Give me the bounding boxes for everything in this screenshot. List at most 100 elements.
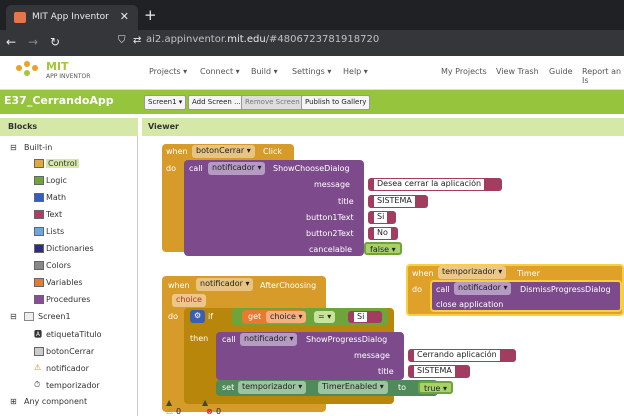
category-variables-icon <box>34 278 44 287</box>
title-string-block-2[interactable]: SISTEMA <box>408 365 470 378</box>
browser-tab-bar: MIT App Inventor ✕ + <box>0 0 624 30</box>
category-variables[interactable]: Variables <box>46 278 83 287</box>
category-text[interactable]: Text <box>46 210 63 219</box>
browser-tab[interactable]: MIT App Inventor ✕ <box>6 5 138 30</box>
error-count: 0 <box>216 407 222 416</box>
tree-boton-cerrar[interactable]: botonCerrar <box>46 347 95 356</box>
app-header: MIT APP INVENTOR Projects ▾ Connect ▾ Bu… <box>0 56 624 90</box>
do-keyword: do <box>412 285 422 294</box>
notificador-dropdown[interactable]: notificador ▾ <box>208 162 266 175</box>
get-keyword: get <box>248 312 262 321</box>
gear-icon[interactable]: ⚙ <box>190 310 206 323</box>
warning-icon: ⚠ <box>166 407 174 416</box>
link-view-trash[interactable]: View Trash <box>496 67 539 76</box>
any-expand-icon[interactable]: ⊞ <box>10 397 17 406</box>
method-dismiss-progress: DismissProgressDialog <box>520 285 611 294</box>
temporizador-set-dropdown[interactable]: temporizador ▾ <box>238 381 307 394</box>
error-toggle-icon[interactable]: ▲ <box>202 398 209 407</box>
add-screen-button[interactable]: Add Screen ... <box>188 95 245 110</box>
menu-connect[interactable]: Connect ▾ <box>200 67 240 76</box>
title-label: title <box>338 197 354 206</box>
choice-param[interactable]: choice <box>172 294 206 307</box>
menu-build[interactable]: Build ▾ <box>251 67 278 76</box>
new-tab-icon[interactable]: + <box>144 6 157 24</box>
menu-help[interactable]: Help ▾ <box>343 67 368 76</box>
builtin-collapse-icon[interactable]: ⊟ <box>10 143 17 152</box>
category-control-icon <box>34 159 44 168</box>
tree-temporizador[interactable]: temporizador <box>46 381 100 390</box>
category-logic[interactable]: Logic <box>46 176 67 185</box>
category-control[interactable]: Control <box>46 159 79 168</box>
message-string-block-2[interactable]: Cerrando aplicación <box>408 349 516 362</box>
close-tab-icon[interactable]: ✕ <box>119 10 129 23</box>
link-my-projects[interactable]: My Projects <box>441 67 487 76</box>
forward-icon[interactable]: → <box>28 35 39 49</box>
button1-string-block[interactable]: Si <box>368 211 396 224</box>
back-icon[interactable]: ← <box>6 35 17 49</box>
warning-toggle-icon[interactable]: ▲ <box>166 398 173 407</box>
screen-select-button[interactable]: Screen1 ▾ <box>144 95 187 110</box>
publish-gallery-button[interactable]: Publish to Gallery <box>301 95 371 110</box>
category-lists[interactable]: Lists <box>46 227 65 236</box>
tree-notificador[interactable]: notificador <box>46 364 89 373</box>
set-keyword: set <box>222 383 235 392</box>
timer-enabled-dropdown[interactable]: TimerEnabled ▾ <box>318 381 388 394</box>
call-keyword: call <box>436 285 450 294</box>
when-keyword: when <box>166 147 188 156</box>
choice-variable-dropdown[interactable]: choice ▾ <box>266 311 307 323</box>
equals-dropdown[interactable]: = ▾ <box>314 311 336 323</box>
category-dictionaries[interactable]: Dictionaries <box>46 244 94 253</box>
cancelable-label: cancelable <box>309 245 353 254</box>
app-inventor-favicon-icon <box>14 12 26 23</box>
call-show-choose-dialog-block[interactable] <box>184 160 364 256</box>
project-name: E37_CerrandoApp <box>4 94 114 107</box>
then-keyword: then <box>190 334 209 343</box>
shield-icon[interactable]: ⛉ <box>118 35 126 46</box>
blocks-workspace[interactable]: when botonCerrar ▾ Click do call notific… <box>142 136 624 416</box>
close-application-label: close application <box>436 300 504 309</box>
link-guide[interactable]: Guide <box>549 67 573 76</box>
menu-projects[interactable]: Projects ▾ <box>149 67 188 76</box>
reload-icon[interactable]: ↻ <box>50 35 61 49</box>
si-string-block[interactable]: Si <box>348 311 382 323</box>
logo-subtext: APP INVENTOR <box>46 73 91 80</box>
menu-settings[interactable]: Settings ▾ <box>292 67 332 76</box>
call-dismiss-progress-block[interactable] <box>430 280 622 312</box>
boton-cerrar-dropdown[interactable]: botonCerrar ▾ <box>192 145 255 158</box>
notificador-dropdown-2[interactable]: notificador ▾ <box>240 333 298 346</box>
screen-collapse-icon[interactable]: ⊟ <box>10 312 17 321</box>
remove-screen-button[interactable]: Remove Screen <box>241 95 304 110</box>
event-timer: Timer <box>517 269 540 278</box>
button2-label: button2Text <box>306 229 354 238</box>
address-bar[interactable]: ai2.appinventor.mit.edu/#480672378191872… <box>146 34 380 45</box>
category-math[interactable]: Math <box>46 193 67 202</box>
do-keyword: do <box>166 164 176 173</box>
category-procedures[interactable]: Procedures <box>46 295 91 304</box>
notificador-dropdown-3[interactable]: notificador ▾ <box>454 282 512 295</box>
temporizador-dropdown[interactable]: temporizador ▾ <box>438 266 507 279</box>
builtin-label: Built-in <box>24 143 53 152</box>
tree-screen1[interactable]: Screen1 <box>38 312 71 321</box>
true-dropdown[interactable]: true ▾ <box>418 381 453 394</box>
tab-title: MIT App Inventor <box>32 12 109 22</box>
category-math-icon <box>34 193 44 202</box>
call-keyword: call <box>189 164 203 173</box>
tree-any-component[interactable]: Any component <box>24 397 88 406</box>
false-dropdown[interactable]: false ▾ <box>364 242 402 255</box>
event-click: Click <box>263 147 283 156</box>
site-info-icon[interactable]: ⇄ <box>133 35 142 46</box>
message-string-block[interactable]: Desea cerrar la aplicación <box>368 178 502 191</box>
if-keyword: if <box>208 312 214 321</box>
notificador-event-dropdown[interactable]: notificador ▾ <box>196 278 254 291</box>
button2-string-block[interactable]: No <box>368 227 398 240</box>
category-colors[interactable]: Colors <box>46 261 72 270</box>
viewer-header: Viewer <box>142 118 624 136</box>
message-label: message <box>314 180 350 189</box>
title-string-block[interactable]: SISTEMA <box>368 195 428 208</box>
tree-etiqueta-titulo[interactable]: etiquetaTitulo <box>46 330 102 339</box>
method-show-choose-dialog: ShowChooseDialog <box>273 164 350 173</box>
category-logic-icon <box>34 176 44 185</box>
link-report-issue[interactable]: Report an Is <box>582 67 622 85</box>
clock-component-icon: ⏱ <box>34 380 41 389</box>
